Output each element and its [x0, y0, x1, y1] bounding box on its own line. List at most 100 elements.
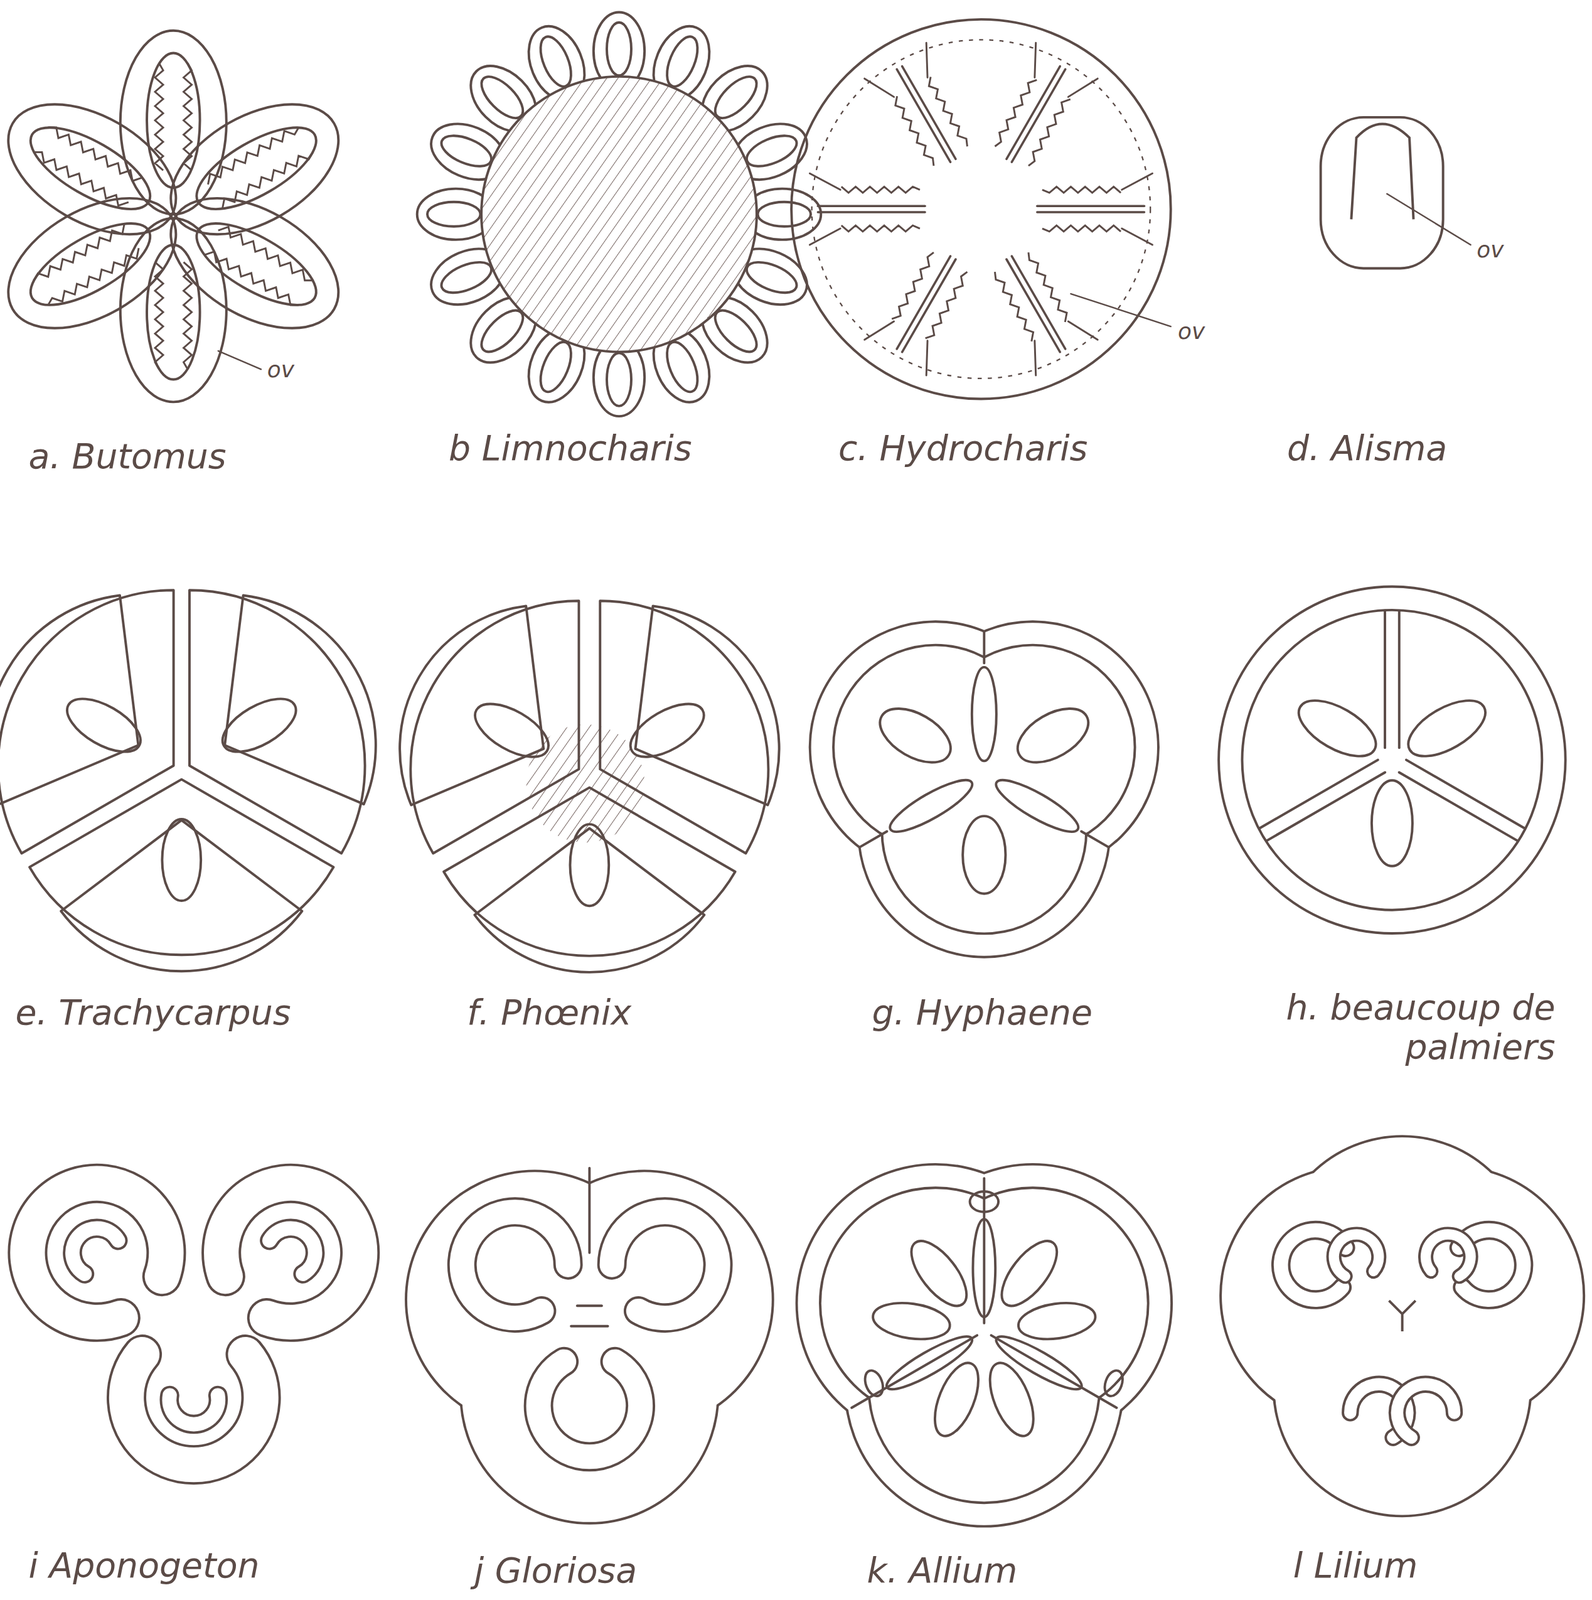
drawing-part	[1020, 42, 1050, 78]
drawing-part	[466, 692, 557, 767]
drawing-part	[912, 42, 942, 78]
drawing-part	[841, 225, 920, 232]
drawing-part	[972, 667, 997, 762]
drawing-part	[861, 1367, 887, 1399]
drawing-part	[1008, 697, 1097, 774]
figure-caption: h. beaucoup de palmiers	[1218, 987, 1555, 1067]
drawing-part	[1334, 1234, 1380, 1277]
lilium-section	[1221, 1137, 1583, 1515]
drawing-part	[884, 771, 978, 841]
drawing-part	[1015, 1298, 1098, 1344]
drawing-part	[991, 1334, 1117, 1407]
drawing-part	[0, 589, 174, 853]
drawing-part	[587, 1167, 591, 1253]
hydrocharis-section	[791, 19, 1171, 400]
drawing-part	[809, 173, 841, 190]
drawing-part	[203, 123, 301, 185]
drawing-part	[1070, 293, 1171, 327]
drawing-part	[169, 1394, 219, 1424]
drawing-part	[1025, 96, 1071, 167]
drawing-part	[126, 1354, 262, 1465]
central-y	[1389, 1300, 1416, 1331]
drawing-part	[1383, 610, 1387, 748]
drawing-part	[126, 1354, 262, 1465]
drawing-part	[27, 1182, 167, 1322]
drawing-part	[1259, 759, 1379, 829]
drawing-part	[599, 600, 769, 853]
drawing-part	[980, 1356, 1043, 1442]
figure-caption: k. Allium	[866, 1549, 1018, 1591]
hydrocharis-septum	[864, 42, 984, 179]
drawing-part	[538, 1361, 641, 1457]
figure-caption: j Gloriosa	[474, 1549, 637, 1591]
drawing-part	[1275, 1137, 1530, 1392]
drawing-part	[970, 1191, 1000, 1212]
drawing-part	[58, 687, 149, 762]
drawing-part	[1218, 586, 1566, 934]
drawing-part	[812, 39, 1151, 379]
drawing-part	[870, 697, 960, 774]
drawing-part	[809, 228, 841, 245]
drawing-part	[1068, 313, 1098, 348]
figure-caption: e. Trachycarpus	[15, 992, 291, 1033]
drawing-part	[896, 69, 951, 162]
drawing-part	[1121, 228, 1153, 245]
drawing-part	[534, 32, 578, 91]
drawing-part	[1386, 193, 1471, 245]
drawing-part	[1275, 1137, 1530, 1392]
drawing-part	[606, 352, 632, 407]
drawing-part	[992, 76, 1037, 148]
drawing-part	[925, 76, 971, 148]
drawing-part	[218, 350, 262, 369]
figure-caption: g. Hyphaene	[872, 992, 1093, 1033]
gloriosa-section	[407, 1167, 772, 1522]
figure-caption: a. Butomus	[28, 436, 227, 477]
drawing-part	[569, 823, 609, 906]
butomus-carpel	[0, 77, 199, 262]
drawing-part	[742, 129, 801, 172]
drawing-part	[1399, 771, 1518, 841]
drawing-part	[758, 202, 812, 227]
hydrocharis-septum	[1037, 173, 1153, 245]
drawing-part	[27, 1182, 167, 1322]
drawing-part	[538, 1361, 641, 1457]
drawing-part	[901, 1231, 978, 1315]
limnocharis-section	[417, 12, 822, 417]
drawing-part	[1241, 609, 1542, 910]
drawing-part	[1020, 340, 1050, 376]
hyphaene-section	[811, 622, 1158, 956]
drawing-part	[1397, 1383, 1455, 1438]
drawing-part	[146, 53, 201, 189]
drawing-part	[1042, 225, 1121, 232]
butomus-carpel	[148, 171, 361, 356]
drawing-part	[72, 1228, 118, 1274]
drawing-part	[1425, 1234, 1471, 1277]
drawing-part	[962, 815, 1006, 894]
drawing-part	[1081, 831, 1108, 847]
figure-caption: c. Hydrocharis	[838, 428, 1088, 469]
drawing-part	[896, 256, 951, 349]
drawing-part	[269, 1228, 316, 1274]
drawing-part	[45, 247, 143, 309]
drawing-part	[992, 270, 1037, 342]
drawing-part	[742, 256, 801, 299]
drawing-part	[399, 606, 544, 806]
drawing-part	[1068, 70, 1098, 105]
drawing-part	[169, 1394, 219, 1424]
drawing-part	[1406, 759, 1525, 829]
drawing-part	[183, 262, 193, 370]
alisma-section	[1320, 117, 1471, 269]
figure-caption: b Limnocharis	[448, 428, 693, 469]
figure-caption: l Lilium	[1293, 1544, 1419, 1586]
drawing-part	[621, 692, 712, 767]
drawing-part	[161, 818, 201, 901]
hydrocharis-septum	[978, 42, 1098, 179]
drawing-part	[1011, 69, 1065, 162]
drawing-part	[0, 594, 139, 804]
drawing-part	[221, 1182, 361, 1322]
drawing-part	[1011, 256, 1065, 349]
drawing-part	[189, 589, 366, 853]
drawing-part	[1334, 1234, 1380, 1277]
drawing-part	[427, 202, 481, 227]
